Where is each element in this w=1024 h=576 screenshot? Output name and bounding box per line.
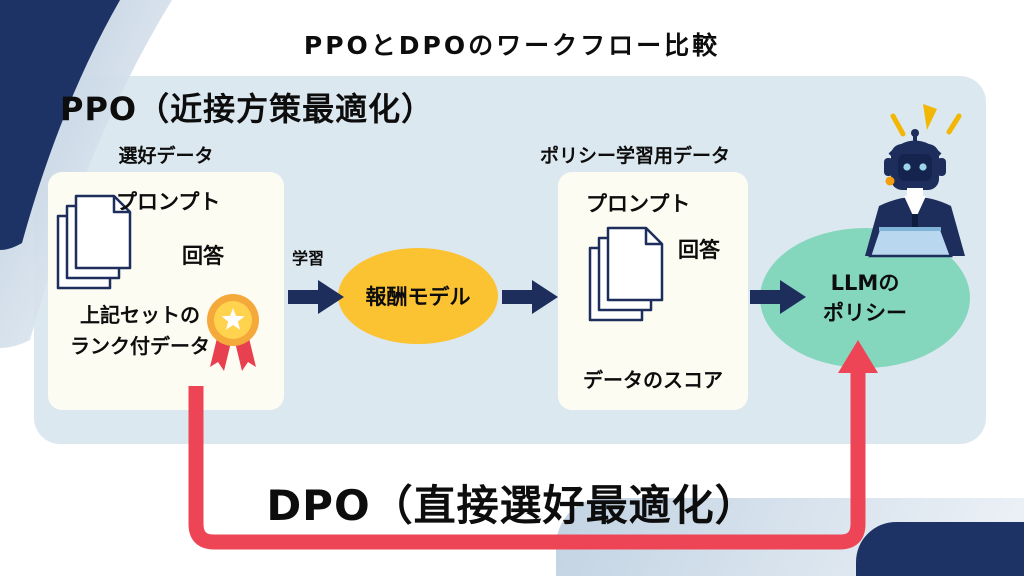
medal-ribbon-icon xyxy=(207,294,259,371)
data-score-label: データのスコア xyxy=(583,368,723,392)
policy-data-label: ポリシー学習用データ xyxy=(539,145,730,167)
preference-prompt-label: プロンプト xyxy=(116,190,221,214)
corner-decoration-bottom-right-navy xyxy=(856,522,1024,576)
llm-policy-line1: LLMの xyxy=(830,271,900,295)
ppo-heading: PPO（近接方策最適化） xyxy=(60,90,435,128)
page-title: PPOとDPOのワークフロー比較 xyxy=(303,31,721,60)
ranked-data-line1: 上記セットの xyxy=(80,303,200,327)
arrow-right-icon xyxy=(502,280,558,314)
document-stack-icon xyxy=(588,226,664,322)
ranked-data-label: 上記セットの ランク付データ xyxy=(48,300,232,362)
arrow-right-icon xyxy=(750,280,806,314)
dpo-heading: DPO（直接選好最適化） xyxy=(266,481,758,530)
document-stack-icon xyxy=(56,194,132,290)
corner-decoration-top-left xyxy=(0,0,172,348)
sparkle-icon xyxy=(890,104,962,137)
reward-model-node: 報酬モデル xyxy=(338,248,498,344)
preference-data-label: 選好データ xyxy=(118,145,214,167)
preference-answer-label: 回答 xyxy=(182,244,224,268)
policy-data-box: プロンプト 回答 データのスコア xyxy=(558,172,748,410)
robot-worker-icon xyxy=(865,104,965,258)
arrow-right-icon xyxy=(288,280,344,314)
llm-policy-line2: ポリシー xyxy=(823,301,907,325)
learn-label: 学習 xyxy=(292,249,325,268)
policy-answer-label: 回答 xyxy=(678,238,720,262)
preference-data-box: プロンプト 回答 上記セットの ランク付データ xyxy=(48,172,284,410)
ranked-data-line2: ランク付データ xyxy=(70,334,210,358)
policy-prompt-label: プロンプト xyxy=(586,192,691,216)
